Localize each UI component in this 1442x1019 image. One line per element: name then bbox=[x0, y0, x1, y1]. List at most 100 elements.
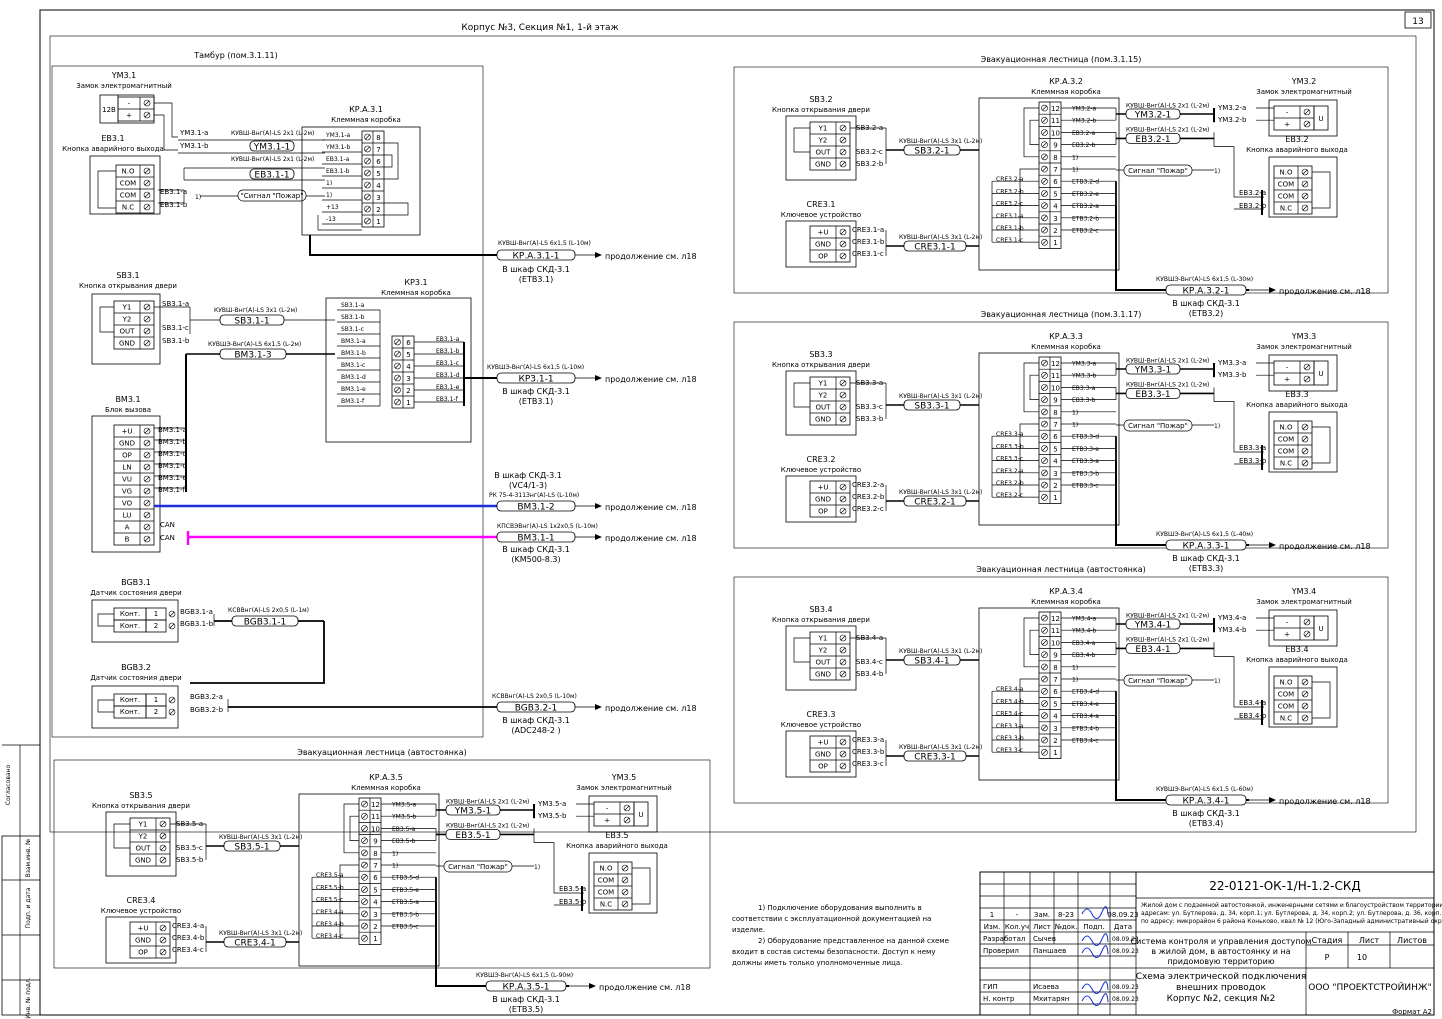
screw-terminal-icon bbox=[361, 825, 368, 832]
screw-terminal-icon bbox=[1041, 675, 1048, 683]
dest2: (VC4/1-3) bbox=[509, 481, 547, 490]
kp-left: BM3.1-e bbox=[341, 386, 366, 393]
terminal-num: 12 bbox=[371, 801, 380, 809]
jumper bbox=[1023, 107, 1039, 158]
cre-pin: +U bbox=[138, 925, 149, 933]
w: YM3.3-a bbox=[1217, 359, 1246, 367]
screw-slash bbox=[395, 339, 400, 345]
screw-terminal-icon bbox=[1303, 363, 1311, 371]
screw-terminal-icon bbox=[1041, 469, 1048, 477]
cable-ym-label: YM3.4-1 bbox=[1134, 621, 1172, 631]
bm-pin: VG bbox=[122, 488, 132, 496]
w: BGB3.2-a bbox=[190, 693, 223, 701]
w: EB3.4-b bbox=[1239, 712, 1267, 720]
stair-zone bbox=[733, 66, 1389, 294]
cre-pins bbox=[129, 921, 171, 959]
w: CRE3.3-c bbox=[852, 760, 884, 768]
screw-terminal-icon bbox=[143, 203, 151, 211]
cable-out bbox=[1165, 794, 1247, 806]
w: EB3.1-a bbox=[160, 188, 187, 196]
wire bbox=[1312, 426, 1331, 464]
eb-id: EB3.5 bbox=[605, 831, 628, 840]
w: BGB3.2-b bbox=[190, 706, 224, 714]
screw-slash bbox=[1304, 364, 1310, 370]
system-title: Система контроля и управления доступом bbox=[1131, 937, 1312, 946]
sb-name: Кнопка открывания двери bbox=[92, 802, 190, 810]
screw-slash bbox=[160, 845, 166, 851]
kr-right: ETB3.2-b bbox=[1072, 215, 1099, 222]
terminal-num: 3 bbox=[1053, 470, 1057, 478]
sheet-title: Корпус №2, секция №2 bbox=[1167, 994, 1276, 1004]
sb-pin: Y2 bbox=[818, 137, 828, 145]
spec: КУВШ-Внг(А)-LS 2х1 (L-2м) bbox=[231, 130, 314, 137]
cre-name: Ключевое устройство bbox=[781, 721, 861, 729]
kr-right: YM3.2-a bbox=[1071, 106, 1097, 113]
screw-slash bbox=[1042, 118, 1047, 123]
screw-terminal-icon bbox=[621, 864, 629, 872]
cre-pin: OP bbox=[818, 253, 828, 261]
dest2: (ETB3.5) bbox=[509, 1005, 543, 1014]
cable-bm311-label: BM3.1-1 bbox=[517, 534, 554, 544]
kr-left: CRE3.4-b bbox=[996, 698, 1024, 705]
sb-pin: GND bbox=[815, 416, 831, 424]
screw-terminal-icon bbox=[621, 900, 629, 908]
screw-terminal-icon bbox=[168, 696, 176, 704]
screw-terminal-icon bbox=[839, 379, 847, 387]
screw-slash bbox=[160, 937, 166, 943]
screw-slash bbox=[144, 476, 150, 482]
screw-terminal-icon bbox=[143, 303, 151, 311]
kr-left: 1) bbox=[326, 180, 332, 187]
bgb2-name: Датчик состояния двери bbox=[90, 674, 181, 682]
cable-sb bbox=[223, 840, 281, 852]
terminal-num: 11 bbox=[1051, 627, 1060, 635]
note: 1) bbox=[195, 194, 201, 201]
screw-slash bbox=[1042, 142, 1047, 147]
cont: продолжение см. л18 bbox=[599, 983, 691, 992]
ym-device bbox=[1268, 354, 1338, 392]
w: YM3.2-a bbox=[1217, 104, 1246, 112]
screw-slash bbox=[365, 158, 370, 164]
screw-terminal-icon bbox=[394, 362, 401, 370]
kr-left: CRE3.2-a bbox=[996, 176, 1024, 183]
w: SB3.4-b bbox=[856, 670, 884, 678]
kr-box bbox=[978, 352, 1120, 526]
kr-right: ETB3.2-a bbox=[1072, 203, 1099, 210]
cable-out bbox=[1165, 539, 1247, 551]
cable-sb31 bbox=[219, 314, 285, 326]
cable-cre bbox=[903, 750, 967, 762]
terminal-num: 4 bbox=[373, 899, 378, 907]
screw-slash bbox=[1042, 495, 1047, 500]
bm-pin: OP bbox=[122, 452, 132, 460]
screw-terminal-icon bbox=[1041, 493, 1048, 501]
wire bbox=[1214, 656, 1264, 708]
screw-terminal-icon bbox=[159, 948, 167, 956]
terminal-num: 10 bbox=[1051, 639, 1060, 647]
screw-slash bbox=[1042, 689, 1047, 694]
w: CRE3.4-b bbox=[172, 934, 205, 942]
address-line: Жилой дом с подземной автостоянкой, инже… bbox=[1141, 902, 1442, 909]
screw-slash bbox=[144, 500, 150, 506]
cable-sb bbox=[903, 399, 961, 411]
w: EB3.5-b bbox=[559, 898, 587, 906]
cre-device bbox=[105, 916, 177, 964]
screw-terminal-icon bbox=[143, 451, 151, 459]
w: CRE3.2-b bbox=[852, 493, 885, 501]
kp-left: BM3.1-f bbox=[341, 398, 365, 405]
kr-left: CRE3.4-c bbox=[996, 711, 1023, 718]
kr-left: CRE3.5-a bbox=[316, 872, 344, 879]
sb-pin: GND bbox=[135, 857, 151, 865]
screw-terminal-icon bbox=[1041, 457, 1048, 465]
w: SB3.5-b bbox=[176, 856, 204, 864]
cable-bgb31-label: BGB3.1-1 bbox=[244, 618, 286, 628]
w: BM3.1-d bbox=[158, 462, 187, 470]
bm-pin: VU bbox=[122, 476, 132, 484]
kr-right: YM3.3-b bbox=[1071, 373, 1097, 380]
eb-pin: COM bbox=[1278, 193, 1294, 201]
screw-terminal-icon bbox=[1041, 202, 1048, 209]
rev-cell: 08.09.23 bbox=[1107, 911, 1138, 919]
ym-u bbox=[1313, 105, 1329, 131]
screw-terminal-icon bbox=[1041, 663, 1048, 671]
screw-slash bbox=[622, 865, 628, 871]
col-header: Изм. bbox=[984, 923, 1000, 931]
kr-left: 1) bbox=[326, 192, 332, 199]
